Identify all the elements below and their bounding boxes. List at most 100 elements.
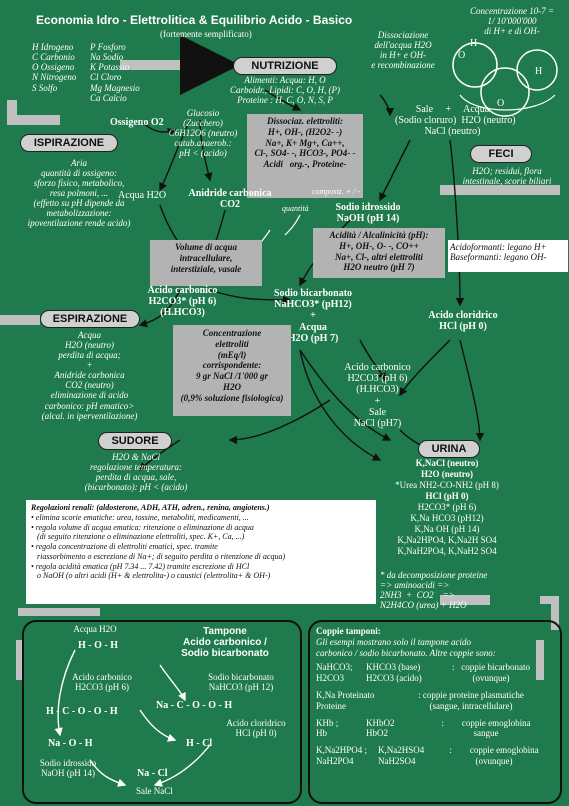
atom-h: H <box>186 738 194 749</box>
element-list-left: H Idrogeno C Carbonio O Ossigeno N Nitro… <box>32 42 92 93</box>
coppie-cell-c: : coppie bicarbonato (ovunque) <box>452 662 530 684</box>
glucosio-text: Glucosio (Zucchero) C6H12O6 (neutro) cat… <box>168 108 238 159</box>
coppie-cell-a: K,Na2HPO4 ; NaH2PO4 <box>316 745 367 766</box>
coppie-title: Coppie tamponi: <box>316 626 381 636</box>
tampone-sodio-idrossido: Sodio idrossido NaOH (pH 14) <box>39 758 97 779</box>
gray-arrow <box>540 596 559 630</box>
element-item: O Ossigeno <box>32 62 75 73</box>
coppie-cell-b: KHCO3 (base) H2CO3 (acido) <box>366 662 422 684</box>
element-item: Cl Cloro <box>90 72 122 83</box>
espirazione-label: ESPIRAZIONE <box>40 310 140 328</box>
water-atom-h-plus: H <box>535 66 543 77</box>
element-item: S Solfo <box>32 82 58 93</box>
tampone-sale: Sale NaCl <box>136 786 173 796</box>
coppie-cell-c: : coppie emoglobina (ovunque) <box>449 745 539 766</box>
coppie-intro: Gli esempi mostrano solo il tampone acid… <box>316 636 496 658</box>
atom-cl: Cl <box>157 768 168 779</box>
urina-label: URINA <box>418 440 480 458</box>
coppie-row: K,Na Proteinato Proteine : coppie protei… <box>316 690 552 712</box>
atom-h: H <box>78 640 86 651</box>
urina-item: K,NaH2PO4, K,NaH2 SO4 <box>397 545 497 556</box>
atom-cl: Cl <box>202 738 213 749</box>
acido-carbonico-1: Acido carbonico H2CO3* (pH 6) (H.HCO3) <box>147 285 218 319</box>
sudore-label: SUDORE <box>98 432 172 450</box>
gray-arrow <box>7 100 60 125</box>
ispirazione-label: ISPIRAZIONE <box>20 134 118 152</box>
urina-item: K,Na OH (pH 14) <box>414 523 480 534</box>
coppie-row: KHb ; Hb KHbO2 HbO2 : coppie emoglobina … <box>316 718 552 740</box>
acidoformanti-note: Acidoformanti: legano H+ Baseformanti: l… <box>448 240 568 272</box>
sudore-text: H2O & NaCl regolazione temperatura: perd… <box>84 452 188 493</box>
page-title: Economia Idro - Elettrolitica & Equilibr… <box>36 13 353 27</box>
atom-na: Na <box>48 738 61 749</box>
urina-item: K,Na HCO3 (pH12) <box>410 512 484 523</box>
nutrizione-label: NUTRIZIONE <box>233 57 337 75</box>
regolazioni-renali-box: Regolazioni renali: (aldosterone, ADH, A… <box>26 500 376 604</box>
urea-note: * da decomposizione proteine => aminoaci… <box>380 570 488 611</box>
acqua-h2o-label: Acqua H2O <box>118 190 167 201</box>
coppie-cell-a: NaHCO3; H2CO3 <box>316 662 353 684</box>
sodio-idrossido-label: Sodio idrossido NaOH (pH 14) <box>335 202 401 225</box>
regolazioni-item: • elimina scorie ematiche: urea, tossine… <box>31 512 249 522</box>
urina-item: K,NaCl (neutro) <box>415 458 479 468</box>
volume-acqua-box: Volume di acqua intracellulare, intersti… <box>150 240 262 286</box>
page-subtitle: (fortemente semplificato) <box>160 29 252 39</box>
tampone-title: Tampone Acido carbonico / Sodio bicarbon… <box>181 626 269 660</box>
water-dissociation-diagram <box>452 42 558 117</box>
tampone-water-formula: H - O - H <box>78 640 119 651</box>
coppie-cell-b: K,Na2HSO4 NaH2SO4 <box>378 745 425 766</box>
coppie-cell-a: KHb ; Hb <box>316 717 339 739</box>
urina-item: H2CO3* (pH 6) <box>417 501 477 512</box>
urina-item: K,Na2HPO4, K,Na2H SO4 <box>397 534 497 545</box>
tampone-acido-cloridrico: Acido cloridrico HCl (pH 0) <box>226 718 286 739</box>
urina-item: HCl (pH 0) <box>425 490 469 501</box>
acido-cloridrico: Acido cloridrico HCl (pH 0) <box>428 310 498 333</box>
nutrizione-text: Alimenti: Acqua: H, O Carboidr., Lipidi:… <box>229 75 340 106</box>
element-item: P Fosforo <box>90 42 126 52</box>
element-list-right: P Fosforo Na Sodio K Potassio Cl Cloro M… <box>90 42 160 103</box>
tampone-hcl: H - Cl <box>186 738 213 749</box>
element-item: C Carbonio <box>32 52 75 63</box>
regolazioni-item: • regola concentrazione di elettroliti e… <box>31 542 286 561</box>
tampone-frame <box>22 620 302 804</box>
coppie-cell-b: KHbO2 HbO2 <box>366 717 395 739</box>
composizione-note: composiz. + / - <box>312 187 361 196</box>
regolazioni-item: • regola volume di acqua ematica: ritenz… <box>31 522 254 542</box>
coppie-cell-c: : coppie emoglobina sangue <box>441 717 531 739</box>
atom-na: Na <box>137 768 150 779</box>
dissociation-note: Dissociazione dell'acqua H2O in H+ e OH-… <box>371 30 435 71</box>
coppie-cell-c: : coppie proteine plasmatiche (sangue, i… <box>418 689 524 711</box>
water-atom-o: O <box>458 50 466 61</box>
element-item: Na Sodio <box>90 52 124 63</box>
atom-o: O <box>94 640 102 651</box>
concentration-note: Concentrazione 10-7 = 1/ 10'000'000 di H… <box>469 6 555 37</box>
coppie-cell-a: K,Na Proteinato Proteine <box>316 689 375 711</box>
feci-text: H2O; residui, flora intestinale, scorie … <box>462 166 552 187</box>
element-item: H Idrogeno <box>32 42 74 52</box>
coppie-tamponi: Coppie tamponi: Gli esempi mostrano solo… <box>316 626 552 767</box>
espirazione-text: Acqua H2O (neutro) perdita di acqua; + A… <box>41 330 138 421</box>
element-item: N Nitrogeno <box>32 72 77 83</box>
atom-h: H <box>110 640 119 651</box>
acido-carbonico-2: Acido carbonico H2CO3 (pH 6) (H.HCO3) + … <box>344 362 411 429</box>
tampone-acido-carbonico: Acido carbonico H2CO3 (pH 6) <box>72 672 132 693</box>
element-item: Ca Calcio <box>90 92 127 103</box>
tampone-chain-1: H - C - O - O - H <box>46 706 118 717</box>
concentrazione-box: Concentrazione elettroliti (mEq/l) corri… <box>173 325 291 416</box>
regolazioni-item: • regola acidità ematica (pH 7.34 ... 7.… <box>31 561 271 581</box>
tampone-naoh: Na - O - H <box>48 738 93 749</box>
coppie-frame <box>308 620 562 804</box>
feci-label: FECI <box>470 145 532 163</box>
urina-item: H2O (neutro) <box>420 468 474 479</box>
sodio-bicarbonato: Sodio bicarbonato NaHCO3* (pH12) + Acqua… <box>273 288 353 344</box>
element-item: Mg Magnesio <box>90 82 140 93</box>
tampone-nacl: Na - Cl <box>137 768 168 779</box>
urina-item: *Urea NH2-CO-NH2 (pH 8) <box>395 479 499 490</box>
coppie-row: K,Na2HPO4 ; NaH2PO4 K,Na2HSO4 NaH2SO4 : … <box>316 745 552 767</box>
quantita-note: quantità <box>282 204 309 213</box>
element-item: K Potassio <box>90 62 130 73</box>
coppie-row: NaHCO3; H2CO3 KHCO3 (base) H2CO3 (acido)… <box>316 662 552 684</box>
acidita-box: Acidità / Alcalinicità (pH): H+, OH-, O-… <box>313 228 445 278</box>
anidride-carbonica-label: Anidride carbonica CO2 <box>188 188 272 211</box>
